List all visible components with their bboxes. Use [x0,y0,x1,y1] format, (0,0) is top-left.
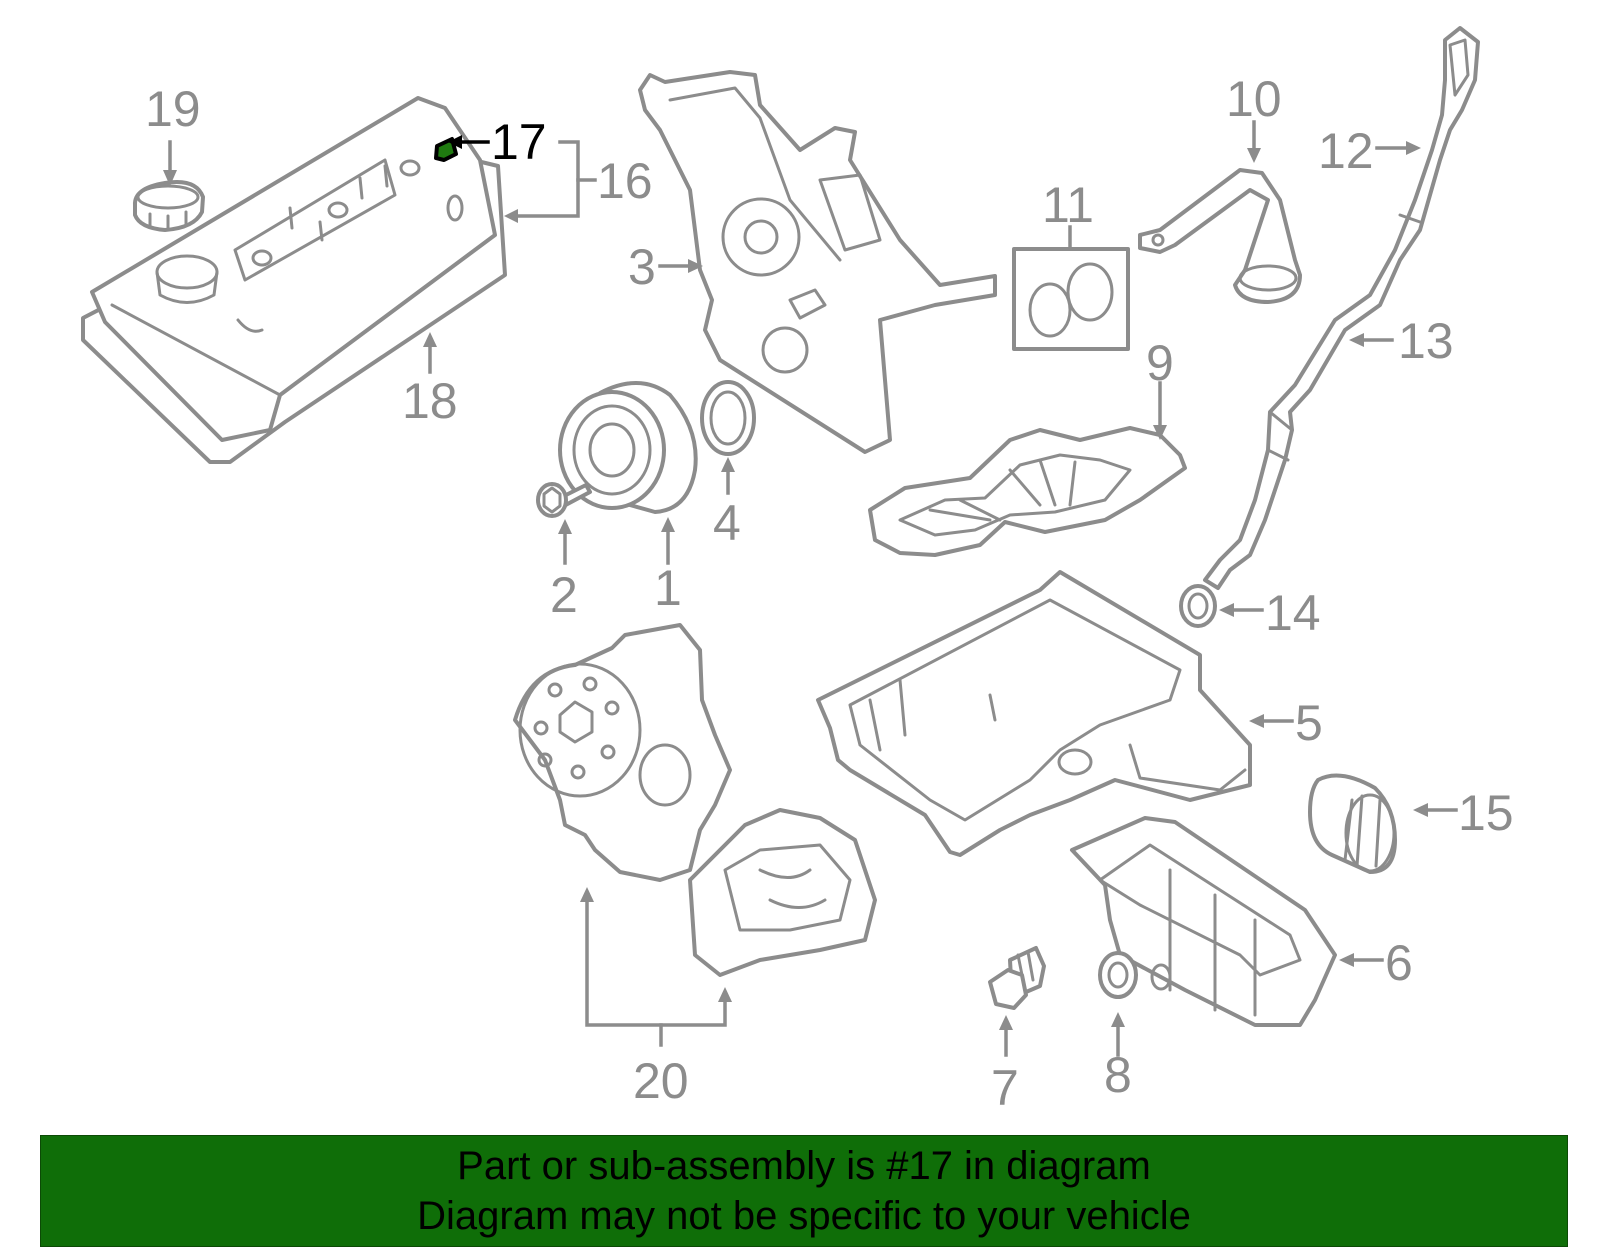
callout-4: 4 [713,495,741,551]
drain-plug [988,946,1046,1010]
callout-18: 18 [402,373,458,429]
crankshaft-pulley [558,381,698,514]
banner-part-notice: Part or sub-assembly is #17 in diagram [457,1144,1151,1188]
info-banner: Part or sub-assembly is #17 in diagram D… [40,1135,1568,1247]
pulley-bolt [536,482,592,518]
front-crank-seal [700,380,756,456]
o-ring-set [1012,247,1130,351]
banner-disclaimer: Diagram may not be specific to your vehi… [417,1194,1191,1238]
callout-15: 15 [1458,785,1514,841]
upper-oil-pan [816,570,1252,857]
drain-plug-washer [1098,951,1138,999]
oil-filler-cap [133,180,205,232]
oil-pump-assembly [513,623,877,977]
callout-labels: 1 2 3 4 5 6 7 8 9 10 11 12 13 14 15 16 1… [145,71,1514,1116]
callout-12: 12 [1318,123,1374,179]
callout-14: 14 [1265,585,1321,641]
timing-cover [638,70,997,454]
dipstick-o-ring [1179,584,1217,628]
callout-13: 13 [1398,313,1454,369]
callout-19: 19 [145,81,201,137]
callout-3: 3 [628,239,656,295]
callout-8: 8 [1104,1047,1132,1103]
callout-2: 2 [550,567,578,623]
highlighted-seal-part-17[interactable] [434,137,458,162]
callout-7: 7 [991,1060,1019,1116]
parts-diagram: 1 2 3 4 5 6 7 8 9 10 11 12 13 14 15 16 1… [81,26,1514,1116]
callout-leaders [163,120,1458,1057]
callout-6: 6 [1385,935,1413,991]
callout-16: 16 [597,153,653,209]
oil-pickup-tube [1138,168,1302,304]
callout-10: 10 [1226,71,1282,127]
callout-1: 1 [654,560,682,616]
callout-9: 9 [1146,335,1174,391]
callout-5: 5 [1295,695,1323,751]
oil-filter [1308,773,1397,874]
lower-oil-pan [1070,816,1337,1027]
valve-cover [90,96,497,442]
callout-11: 11 [1042,177,1094,233]
dipstick-tube [1203,26,1480,590]
callout-17[interactable]: 17 [491,114,547,170]
oil-pan-baffle [868,426,1187,557]
callout-20: 20 [633,1053,689,1109]
